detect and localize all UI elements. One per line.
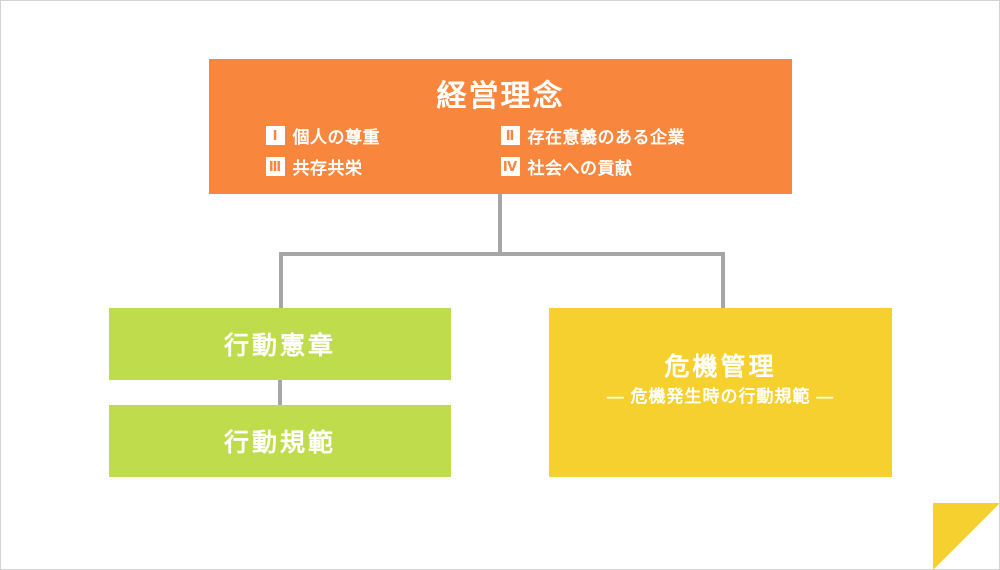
crisis-management-title: 危機管理 <box>664 352 777 381</box>
node-management-philosophy: 経営理念 Ⅰ 個人の尊重 Ⅱ 存在意義のある企業 Ⅲ 共存共栄 Ⅳ 社会への貢献 <box>209 59 792 194</box>
principle-item-2: Ⅱ 存在意義のある企業 <box>500 123 736 148</box>
crisis-management-subtitle: ― 危機発生時の行動規範 ― <box>606 386 835 406</box>
principle-list: Ⅰ 個人の尊重 Ⅱ 存在意義のある企業 Ⅲ 共存共栄 Ⅳ 社会への貢献 <box>265 123 736 179</box>
connector-drop-right <box>721 252 725 310</box>
principle-item-4: Ⅳ 社会への貢献 <box>500 154 736 179</box>
connector-horizontal-bus <box>279 252 725 256</box>
corner-triangle-decoration <box>933 503 999 569</box>
roman-numeral-1-icon: Ⅰ <box>265 126 285 145</box>
connector-charter-to-code <box>278 378 282 408</box>
connector-drop-left <box>279 252 283 310</box>
charter-of-conduct-title: 行動憲章 <box>223 332 336 360</box>
connector-root-stem <box>498 194 502 256</box>
roman-numeral-4-icon: Ⅳ <box>500 157 520 176</box>
philosophy-title: 経営理念 <box>436 80 565 113</box>
principle-label-3: 共存共栄 <box>292 159 363 178</box>
principle-label-4: 社会への貢献 <box>527 159 633 178</box>
node-crisis-management: 危機管理 ― 危機発生時の行動規範 ― <box>549 308 892 477</box>
principle-item-1: Ⅰ 個人の尊重 <box>265 123 501 148</box>
code-of-conduct-title: 行動規範 <box>223 429 336 457</box>
node-charter-of-conduct: 行動憲章 <box>109 308 451 380</box>
principle-item-3: Ⅲ 共存共栄 <box>265 154 501 179</box>
principle-label-1: 個人の尊重 <box>292 128 380 147</box>
roman-numeral-3-icon: Ⅲ <box>265 157 285 176</box>
node-code-of-conduct: 行動規範 <box>109 405 451 477</box>
principle-label-2: 存在意義のある企業 <box>527 128 685 147</box>
roman-numeral-2-icon: Ⅱ <box>500 126 520 145</box>
